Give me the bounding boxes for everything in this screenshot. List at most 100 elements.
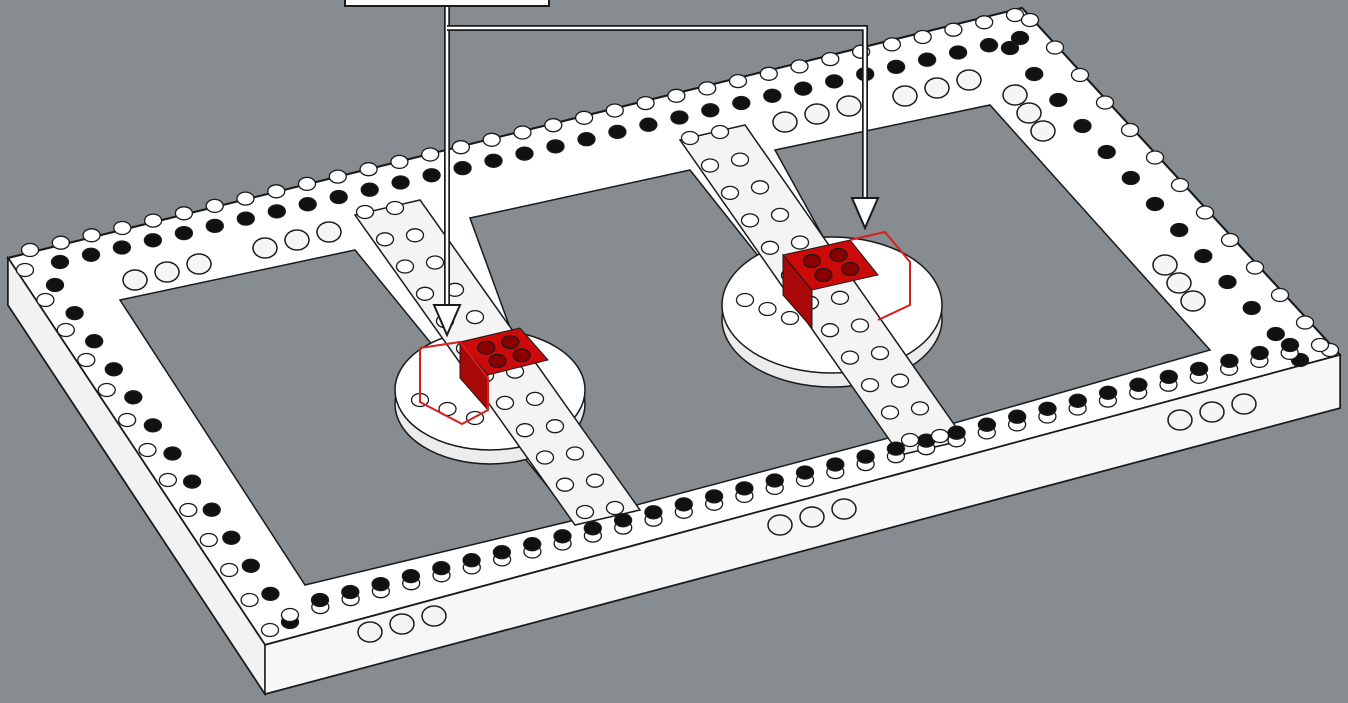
stud-dark — [52, 256, 69, 269]
stud — [822, 53, 839, 66]
new-brick-stud — [478, 341, 495, 354]
stud-dark — [361, 183, 378, 196]
stud — [514, 126, 531, 139]
stud-dark — [402, 570, 419, 583]
stud-dark — [887, 442, 904, 455]
technic-hole — [358, 622, 382, 642]
stud — [180, 504, 197, 517]
stud — [742, 214, 759, 227]
stud — [1297, 316, 1314, 329]
stud-dark — [312, 594, 329, 607]
stud — [545, 119, 562, 132]
stud-dark — [797, 466, 814, 479]
stud-dark — [1026, 68, 1043, 81]
stud-dark — [433, 562, 450, 575]
stud — [782, 312, 799, 325]
stud — [832, 291, 849, 304]
stud — [417, 287, 434, 300]
stud — [883, 38, 900, 51]
stud — [517, 424, 534, 437]
stud — [760, 67, 777, 80]
stud-dark — [203, 503, 220, 516]
stud-dark — [764, 89, 781, 102]
stud — [668, 89, 685, 102]
stud-dark — [1147, 198, 1164, 211]
stud-dark — [1074, 120, 1091, 133]
stud — [852, 319, 869, 332]
stud — [1197, 206, 1214, 219]
stud-dark — [584, 522, 601, 535]
stud-dark — [1219, 276, 1236, 289]
stud-dark — [547, 140, 564, 153]
stud — [976, 16, 993, 29]
stud-dark — [206, 219, 223, 232]
stud-dark — [827, 458, 844, 471]
stud-dark — [1098, 146, 1115, 159]
stud-dark — [981, 39, 998, 52]
stud-dark — [268, 205, 285, 218]
stud-dark — [919, 53, 936, 66]
stud-dark — [392, 176, 409, 189]
technic-hole — [1031, 121, 1055, 141]
technic-hole — [1003, 85, 1027, 105]
stud-dark — [144, 234, 161, 247]
stud — [752, 181, 769, 194]
stud — [699, 82, 716, 95]
stud-dark — [1243, 302, 1260, 315]
stud-dark — [1039, 402, 1056, 415]
stud — [497, 396, 514, 409]
stud — [577, 506, 594, 519]
stud-dark — [1122, 172, 1139, 185]
stud-dark — [1282, 339, 1299, 352]
technic-hole — [925, 78, 949, 98]
stud — [862, 379, 879, 392]
stud — [587, 474, 604, 487]
stud — [241, 594, 258, 607]
stud — [822, 324, 839, 337]
stud — [1047, 41, 1064, 54]
stud — [932, 430, 949, 443]
stud-dark — [950, 46, 967, 59]
stud-dark — [888, 60, 905, 73]
new-brick-stud — [815, 269, 832, 282]
stud-dark — [826, 75, 843, 88]
stud — [737, 294, 754, 307]
stud-dark — [175, 227, 192, 240]
stud — [175, 207, 192, 220]
technic-hole — [957, 70, 981, 90]
stud-dark — [113, 241, 130, 254]
stud — [1072, 69, 1089, 82]
stud — [722, 186, 739, 199]
stud — [914, 31, 931, 44]
stud — [262, 624, 279, 637]
technic-hole — [123, 270, 147, 290]
stud-dark — [223, 531, 240, 544]
stud — [206, 199, 223, 212]
stud — [52, 236, 69, 249]
stud-dark — [105, 363, 122, 376]
technic-hole — [893, 86, 917, 106]
technic-hole — [1167, 273, 1191, 293]
stud — [1172, 179, 1189, 192]
stud — [792, 236, 809, 249]
technic-hole — [1200, 402, 1224, 422]
stud-dark — [372, 578, 389, 591]
stud-dark — [1191, 362, 1208, 375]
stud — [537, 451, 554, 464]
technic-hole — [805, 104, 829, 124]
technic-hole — [285, 230, 309, 250]
new-brick-stud — [502, 336, 519, 349]
stud-dark — [493, 546, 510, 559]
stud — [387, 202, 404, 215]
technic-hole — [1153, 255, 1177, 275]
stud-dark — [706, 490, 723, 503]
stud — [1247, 261, 1264, 274]
stud — [882, 406, 899, 419]
stud-dark — [1130, 378, 1147, 391]
technic-hole — [832, 499, 856, 519]
stud-dark — [948, 426, 965, 439]
stud — [268, 185, 285, 198]
stud-dark — [262, 587, 279, 600]
